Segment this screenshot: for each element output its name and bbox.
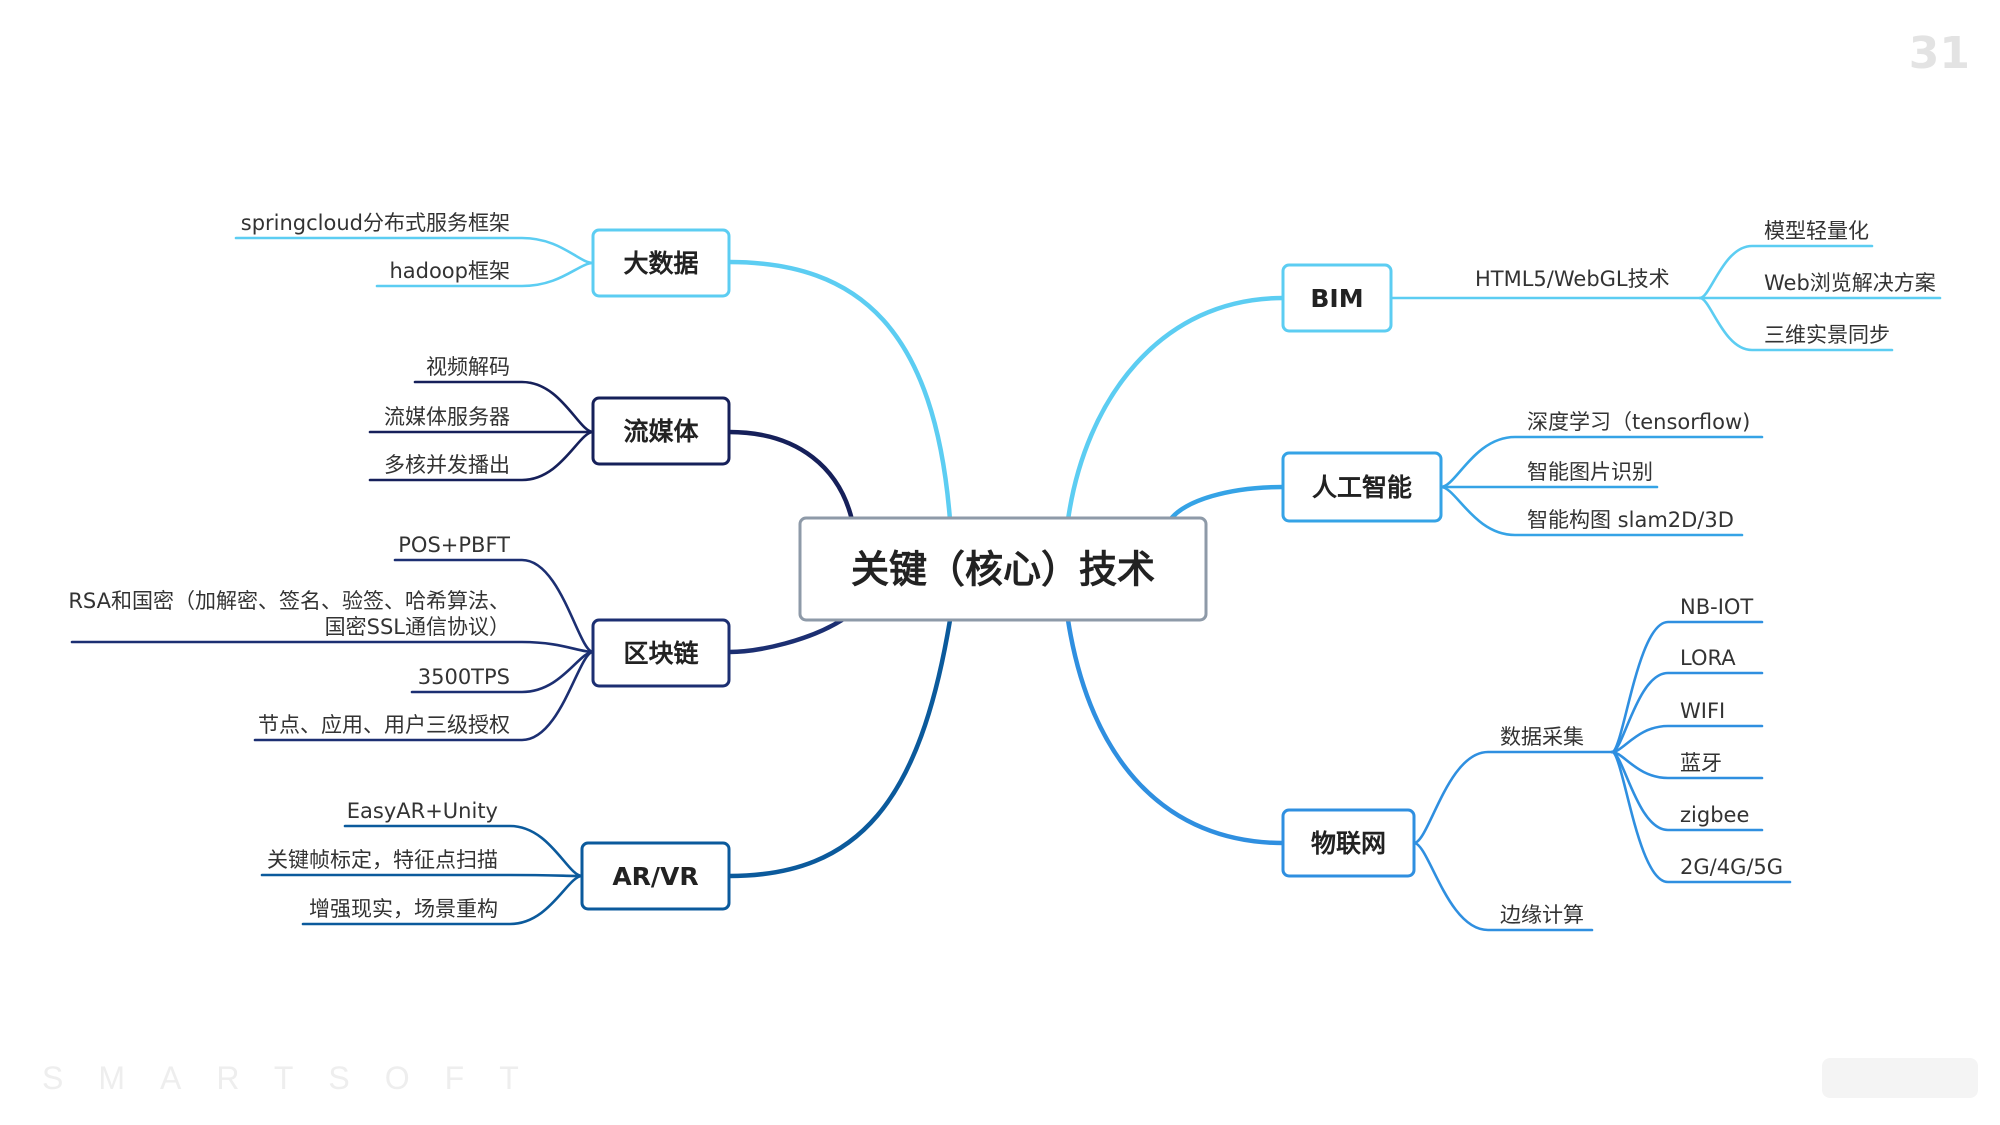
- node-iot[interactable]: 物联网: [1281, 808, 1416, 878]
- leaf-multicore: 多核并发播出: [384, 453, 510, 477]
- node-ai-label: 人工智能: [1312, 473, 1412, 502]
- leaf-video-decode-line: [413, 380, 595, 434]
- sub-edge-compute-line: [1412, 841, 1594, 932]
- leaf-slam: 智能构图 slam2D/3D: [1527, 508, 1734, 532]
- node-iot-label: 物联网: [1311, 829, 1386, 858]
- leaf-iot-1-line: [1610, 671, 1764, 754]
- node-streaming-label: 流媒体: [623, 417, 699, 446]
- leaf-authorization: 节点、应用、用户三级授权: [258, 713, 510, 737]
- leaf-video-decode: 视频解码: [426, 355, 510, 379]
- leaf-iot-1: LORA: [1680, 646, 1736, 670]
- branch-connector-blockchain: [726, 617, 845, 655]
- node-bigdata[interactable]: 大数据: [591, 228, 731, 298]
- leaf-web-browse: Web浏览解决方案: [1764, 271, 1936, 295]
- leaf-deep-learning: 深度学习（tensorflow): [1527, 410, 1750, 434]
- node-bim-label: BIM: [1310, 284, 1363, 313]
- leaf-iot-0: NB-IOT: [1680, 595, 1753, 619]
- leaf-3d-sync: 三维实景同步: [1764, 323, 1890, 347]
- leaf-authorization-line: [253, 650, 595, 742]
- leaf-springcloud: springcloud分布式服务框架: [241, 211, 510, 235]
- leaf-iot-2: WIFI: [1680, 699, 1725, 723]
- central-topic-label: 关键（核心）技术: [851, 548, 1155, 592]
- leaf-slam-line: [1439, 485, 1744, 537]
- leaf-ar-reconstruct: 增强现实，场景重构: [309, 897, 498, 921]
- node-bim[interactable]: BIM: [1281, 263, 1393, 333]
- leaf-pos-pbft-line: [393, 558, 595, 654]
- leaf-iot-5: 2G/4G/5G: [1680, 855, 1783, 879]
- branch-connector-iot: [1065, 617, 1286, 846]
- leaf-stream-server: 流媒体服务器: [384, 405, 510, 429]
- node-blockchain[interactable]: 区块链: [591, 618, 731, 688]
- leaf-iot-5-line: [1610, 750, 1792, 884]
- leaf-easyar: EasyAR+Unity: [347, 799, 498, 823]
- leaf-iot-3: 蓝牙: [1680, 751, 1722, 775]
- sub-data-collect: 数据采集: [1500, 725, 1584, 749]
- central-topic[interactable]: 关键（核心）技术: [798, 516, 1208, 622]
- logo-watermark: [1822, 1058, 1978, 1098]
- leaf-hadoop: hadoop框架: [389, 259, 510, 283]
- branch-connector-arvr: [726, 617, 953, 879]
- node-streaming[interactable]: 流媒体: [591, 396, 731, 466]
- page-number: 31: [1908, 28, 1970, 79]
- leaf-keyframe-line: [260, 873, 584, 878]
- leaf-model-light-line: [1698, 244, 1874, 300]
- node-bigdata-label: 大数据: [623, 249, 698, 278]
- sub-data-collect-line: [1412, 750, 1614, 845]
- leaf-keyframe: 关键帧标定，特征点扫描: [267, 848, 498, 872]
- leaf-rsa-guomi-line: [70, 640, 595, 654]
- sub-html5-webgl: HTML5/WebGL技术: [1475, 267, 1670, 291]
- leaf-model-light: 模型轻量化: [1764, 219, 1869, 243]
- leaf-iot-2-line: [1610, 724, 1764, 754]
- node-blockchain-label: 区块链: [623, 639, 698, 668]
- node-arvr-label: AR/VR: [612, 862, 698, 891]
- leaf-iot-4: zigbee: [1680, 803, 1749, 827]
- node-arvr[interactable]: AR/VR: [580, 841, 731, 911]
- branch-connector-streaming: [726, 429, 855, 523]
- watermark: SMARTSOFT: [42, 1060, 554, 1096]
- branch-connector-bim: [1065, 295, 1286, 523]
- leaf-tps: 3500TPS: [418, 665, 510, 689]
- leaf-rsa-guomi: RSA和国密（加解密、签名、验签、哈希算法、国密SSL通信协议）: [68, 589, 510, 639]
- leaf-springcloud-line: [234, 236, 595, 265]
- node-ai[interactable]: 人工智能: [1281, 451, 1443, 523]
- branch-connector-ai: [1167, 484, 1286, 523]
- leaf-image-recognition: 智能图片识别: [1527, 460, 1653, 484]
- leaf-easyar-line: [343, 824, 584, 878]
- leaf-iot-0-line: [1610, 620, 1764, 754]
- leaf-3d-sync-line: [1698, 296, 1894, 352]
- sub-edge-compute: 边缘计算: [1500, 903, 1584, 927]
- leaf-hadoop-line: [375, 261, 595, 288]
- leaf-ar-reconstruct-line: [301, 874, 584, 926]
- leaf-multicore-line: [368, 430, 595, 482]
- leaf-pos-pbft: POS+PBFT: [398, 533, 510, 557]
- branch-connector-bigdata: [726, 259, 953, 523]
- leaf-deep-learning-line: [1439, 435, 1764, 489]
